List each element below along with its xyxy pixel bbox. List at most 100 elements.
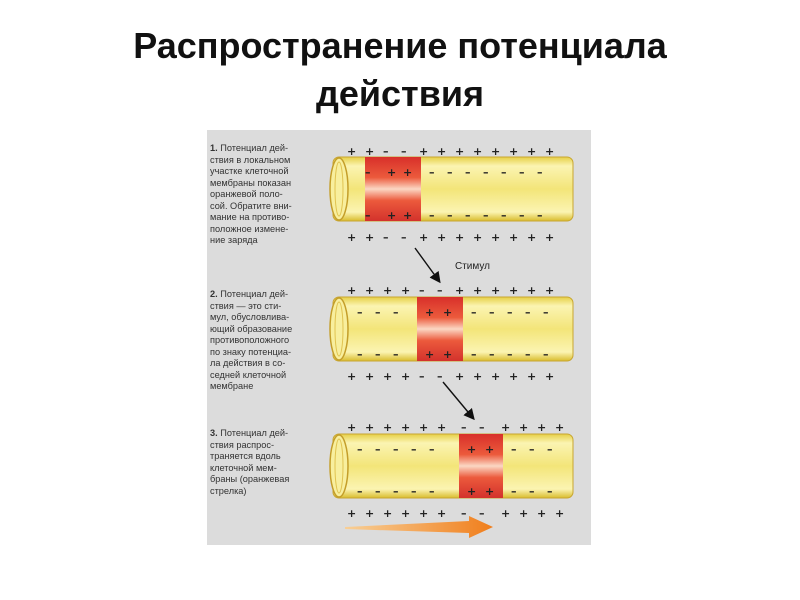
svg-text:–: – bbox=[393, 348, 399, 361]
svg-text:–: – bbox=[519, 209, 525, 222]
svg-text:+: + bbox=[545, 231, 554, 244]
svg-text:+: + bbox=[383, 421, 392, 434]
svg-text:–: – bbox=[357, 485, 363, 498]
svg-text:+: + bbox=[473, 370, 482, 383]
svg-text:–: – bbox=[529, 485, 535, 498]
svg-text:+: + bbox=[365, 231, 374, 244]
svg-text:–: – bbox=[511, 443, 517, 456]
svg-text:+: + bbox=[501, 507, 510, 520]
svg-text:–: – bbox=[393, 485, 399, 498]
svg-text:+: + bbox=[401, 507, 410, 520]
svg-text:–: – bbox=[479, 421, 485, 434]
svg-text:–: – bbox=[537, 166, 543, 179]
svg-text:+: + bbox=[455, 231, 464, 244]
svg-text:–: – bbox=[501, 166, 507, 179]
svg-text:+: + bbox=[527, 145, 536, 158]
svg-text:–: – bbox=[489, 306, 495, 319]
svg-text:–: – bbox=[483, 209, 489, 222]
active-zone-3 bbox=[459, 434, 503, 498]
svg-text:–: – bbox=[375, 306, 381, 319]
svg-text:+: + bbox=[485, 485, 494, 498]
svg-text:+: + bbox=[419, 421, 428, 434]
svg-text:–: – bbox=[411, 443, 417, 456]
svg-text:+: + bbox=[509, 145, 518, 158]
svg-text:–: – bbox=[375, 485, 381, 498]
svg-text:–: – bbox=[429, 443, 435, 456]
svg-text:+: + bbox=[347, 507, 356, 520]
svg-text:–: – bbox=[479, 507, 485, 520]
svg-text:+: + bbox=[365, 284, 374, 297]
diagram-panel: ++––++++++++ ++––++++++++ –++––––––– –++… bbox=[207, 130, 591, 545]
slide-title-line-1: Распространение потенциала bbox=[133, 25, 667, 66]
svg-text:–: – bbox=[525, 348, 531, 361]
svg-text:+: + bbox=[485, 443, 494, 456]
svg-text:–: – bbox=[489, 348, 495, 361]
svg-text:+: + bbox=[347, 145, 356, 158]
svg-text:+: + bbox=[425, 306, 434, 319]
step-1-text: Потенциал дей- ствия в локальном участке… bbox=[210, 143, 292, 245]
svg-text:–: – bbox=[357, 443, 363, 456]
svg-text:+: + bbox=[401, 421, 410, 434]
svg-text:–: – bbox=[525, 306, 531, 319]
svg-text:–: – bbox=[401, 145, 407, 158]
stimulus-label: Стимул bbox=[455, 261, 490, 272]
svg-text:–: – bbox=[383, 231, 389, 244]
svg-text:+: + bbox=[365, 421, 374, 434]
svg-text:+: + bbox=[519, 421, 528, 434]
svg-text:–: – bbox=[419, 370, 425, 383]
svg-text:+: + bbox=[537, 421, 546, 434]
svg-text:–: – bbox=[537, 209, 543, 222]
svg-text:+: + bbox=[437, 145, 446, 158]
stimulus-arrow-2 bbox=[442, 381, 475, 421]
svg-text:+: + bbox=[383, 507, 392, 520]
svg-text:+: + bbox=[443, 348, 452, 361]
svg-text:–: – bbox=[365, 209, 371, 222]
svg-text:+: + bbox=[545, 370, 554, 383]
svg-text:+: + bbox=[537, 507, 546, 520]
svg-text:+: + bbox=[455, 370, 464, 383]
svg-text:–: – bbox=[357, 348, 363, 361]
svg-text:+: + bbox=[425, 348, 434, 361]
axon-2: ++++––++++++ ++++––++++++ –––++––––– –––… bbox=[329, 284, 574, 383]
svg-text:–: – bbox=[543, 348, 549, 361]
svg-text:–: – bbox=[393, 443, 399, 456]
svg-text:–: – bbox=[483, 166, 489, 179]
svg-text:–: – bbox=[543, 306, 549, 319]
svg-text:+: + bbox=[519, 507, 528, 520]
svg-text:+: + bbox=[401, 284, 410, 297]
propagation-arrow bbox=[345, 516, 493, 538]
svg-text:+: + bbox=[419, 145, 428, 158]
step-1-number: 1. bbox=[210, 143, 218, 153]
svg-text:–: – bbox=[471, 306, 477, 319]
svg-text:+: + bbox=[455, 145, 464, 158]
svg-text:–: – bbox=[511, 485, 517, 498]
svg-text:+: + bbox=[555, 507, 564, 520]
svg-text:–: – bbox=[411, 485, 417, 498]
svg-text:+: + bbox=[401, 370, 410, 383]
svg-text:+: + bbox=[467, 443, 476, 456]
svg-text:–: – bbox=[465, 166, 471, 179]
axon-1: ++––++++++++ ++––++++++++ –++––––––– –++… bbox=[329, 145, 574, 244]
svg-text:+: + bbox=[545, 145, 554, 158]
svg-text:–: – bbox=[519, 166, 525, 179]
svg-text:+: + bbox=[383, 284, 392, 297]
svg-text:–: – bbox=[547, 485, 553, 498]
active-zone-2 bbox=[417, 297, 463, 361]
active-zone-1 bbox=[365, 157, 421, 221]
svg-text:+: + bbox=[437, 231, 446, 244]
step-3-text: Потенциал дей- ствия распрос- траняется … bbox=[210, 428, 290, 496]
step-2-number: 2. bbox=[210, 289, 218, 299]
svg-text:+: + bbox=[473, 231, 482, 244]
svg-text:–: – bbox=[461, 507, 467, 520]
svg-text:+: + bbox=[491, 370, 500, 383]
svg-text:+: + bbox=[347, 421, 356, 434]
svg-text:+: + bbox=[491, 284, 500, 297]
svg-text:+: + bbox=[473, 145, 482, 158]
svg-text:–: – bbox=[419, 284, 425, 297]
svg-text:+: + bbox=[509, 231, 518, 244]
svg-text:+: + bbox=[509, 370, 518, 383]
slide-title: Распространение потенциала действия bbox=[0, 22, 800, 118]
svg-text:+: + bbox=[419, 507, 428, 520]
svg-text:+: + bbox=[545, 284, 554, 297]
svg-text:+: + bbox=[403, 209, 412, 222]
